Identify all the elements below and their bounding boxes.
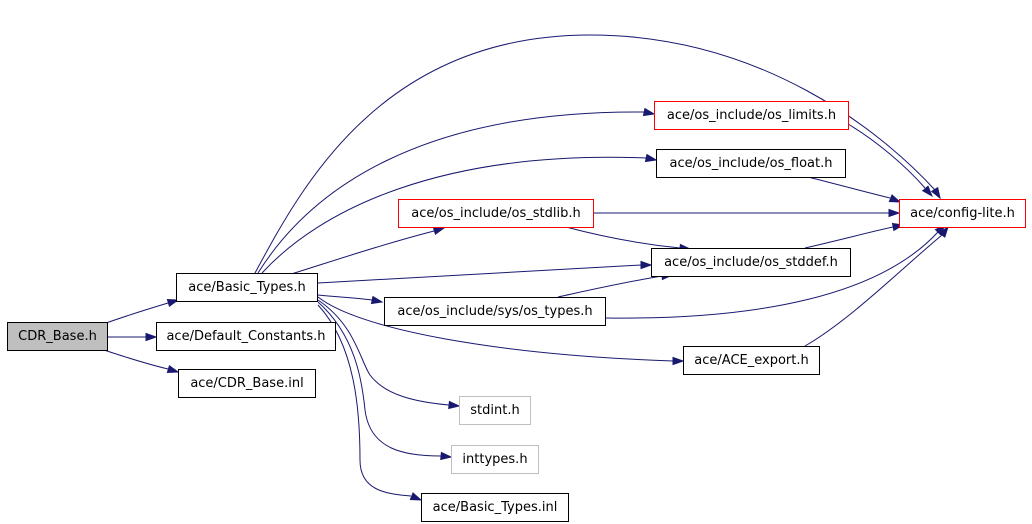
node-basic-types-inl[interactable]: ace/Basic_Types.inl bbox=[421, 493, 569, 522]
edge-line bbox=[847, 123, 926, 189]
edge-line bbox=[257, 111, 645, 274]
node-basic-types-h[interactable]: ace/Basic_Types.h bbox=[176, 273, 318, 302]
edge-line bbox=[807, 176, 891, 199]
node-os-limits-h[interactable]: ace/os_include/os_limits.h bbox=[654, 101, 849, 130]
node-config-lite-h[interactable]: ace/config-lite.h bbox=[899, 199, 1026, 228]
arrowhead-icon bbox=[448, 400, 461, 410]
edge-line bbox=[105, 302, 169, 324]
edge-basic_types_h-to-os_types_h bbox=[317, 294, 384, 305]
edge-line bbox=[557, 275, 663, 298]
node-cdr-base-h: CDR_Base.h bbox=[7, 322, 108, 351]
edge-basic_types_h-to-stdint_h bbox=[317, 299, 461, 410]
arrowhead-icon bbox=[672, 356, 685, 366]
node-os-stddef-h[interactable]: ace/os_include/os_stddef.h bbox=[651, 248, 851, 277]
arrowhead-icon bbox=[409, 492, 423, 501]
edge-line bbox=[605, 231, 939, 319]
edge-basic_types_h-to-os_stdlib_h bbox=[284, 226, 446, 277]
edge-line bbox=[317, 294, 373, 301]
node-inttypes-h: inttypes.h bbox=[451, 445, 539, 474]
edge-line bbox=[254, 34, 936, 274]
edge-os_stddef_h-to-config_lite_h bbox=[804, 222, 905, 249]
edge-basic_types_h-to-basic_types_inl bbox=[317, 304, 423, 501]
edge-line bbox=[565, 226, 681, 249]
arrowhead-icon bbox=[640, 260, 653, 270]
node-default-constants-h[interactable]: ace/Default_Constants.h bbox=[156, 322, 336, 351]
edge-line bbox=[103, 349, 169, 370]
arrowhead-icon bbox=[938, 225, 949, 238]
arrowhead-icon bbox=[166, 298, 180, 308]
arrowhead-icon bbox=[166, 364, 180, 374]
arrowhead-icon bbox=[642, 107, 656, 117]
edge-basic_types_h-to-config_lite_h bbox=[254, 34, 941, 274]
edge-line bbox=[317, 299, 450, 406]
edge-os_float_h-to-config_lite_h bbox=[807, 176, 902, 203]
edge-ace_export_h-to-config_lite_h bbox=[804, 225, 949, 347]
edge-basic_types_h-to-inttypes_h bbox=[317, 301, 453, 461]
arrowhead-icon bbox=[644, 153, 658, 163]
arrowhead-icon bbox=[930, 186, 941, 200]
node-os-float-h[interactable]: ace/os_include/os_float.h bbox=[656, 149, 846, 178]
edge-cdr_base_h-to-cdr_base_inl bbox=[103, 349, 180, 374]
arrowhead-icon bbox=[921, 185, 934, 198]
node-stdint-h: stdint.h bbox=[459, 396, 531, 425]
edge-line bbox=[261, 156, 647, 274]
edge-line bbox=[317, 301, 442, 457]
edge-line bbox=[804, 226, 894, 249]
node-ace-export-h[interactable]: ace/ACE_export.h bbox=[683, 346, 820, 375]
arrowhead-icon bbox=[888, 194, 902, 203]
edge-cdr_base_h-to-basic_types_h bbox=[105, 298, 180, 324]
edge-basic_types_h-to-ace_export_h bbox=[317, 296, 685, 366]
edge-line bbox=[317, 296, 674, 362]
arrowhead-icon bbox=[888, 208, 901, 218]
arrowhead-icon bbox=[145, 332, 158, 342]
edge-line bbox=[317, 264, 642, 284]
node-os-stdlib-h[interactable]: ace/os_include/os_stdlib.h bbox=[398, 199, 594, 228]
edge-basic_types_h-to-os_limits_h bbox=[257, 107, 656, 274]
arrowhead-icon bbox=[432, 226, 446, 236]
arrowhead-icon bbox=[370, 295, 384, 305]
arrowhead-icon bbox=[440, 451, 453, 461]
node-cdr-base-inl[interactable]: ace/CDR_Base.inl bbox=[178, 369, 316, 398]
edge-basic_types_h-to-os_stddef_h bbox=[317, 260, 653, 284]
edge-line bbox=[804, 234, 943, 347]
node-os-types-h[interactable]: ace/os_include/sys/os_types.h bbox=[384, 297, 606, 326]
edge-line bbox=[317, 304, 412, 497]
edge-cdr_base_h-to-default_constants_h bbox=[108, 332, 158, 342]
edge-os_limits_h-to-config_lite_h bbox=[847, 123, 934, 198]
edge-line bbox=[284, 230, 435, 277]
edge-os_stdlib_h-to-config_lite_h bbox=[594, 208, 901, 218]
edge-basic_types_h-to-os_float_h bbox=[261, 153, 658, 274]
